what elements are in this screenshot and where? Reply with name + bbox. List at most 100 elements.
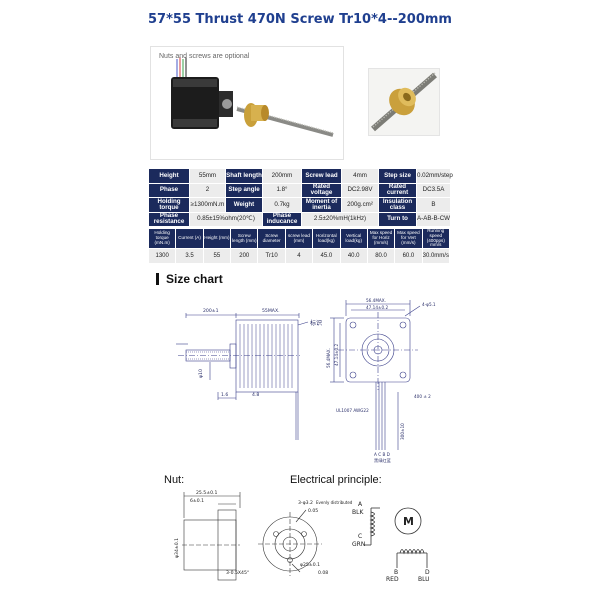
dim-label: 56.4MAX.: [326, 348, 331, 368]
spec-label: Turn to: [378, 211, 417, 227]
spec-value: ≥1300mN.m: [189, 197, 226, 213]
dim-label: 47.14±0.2: [334, 344, 339, 366]
perf-value: 60.0: [394, 248, 423, 265]
dim-label: UL1007 AWG22: [336, 408, 369, 413]
performance-table: Holding torque (mN.m) Current (A) Height…: [147, 227, 451, 265]
coil-label: C: [358, 533, 362, 540]
dim-label: φ34±0.1: [174, 538, 180, 558]
perf-header: Max speed for Vert (mm/s): [394, 227, 423, 250]
dim-label: 47.14±0.2: [366, 305, 388, 310]
electrical-heading: Electrical principle:: [290, 474, 382, 486]
perf-header: Screw diameter: [257, 227, 286, 250]
dim-label: 300±10: [400, 423, 405, 440]
spec-value: 0.85±15%ohm(20℃): [189, 211, 263, 227]
size-chart-label: Size chart: [166, 272, 223, 286]
dim-label: 0.05: [308, 508, 318, 514]
nut-heading: Nut:: [164, 474, 185, 486]
spec-row: Height 55mm Shaft length 200mm Screw lea…: [148, 168, 453, 184]
spec-row: Phase resistance 0.85±15%ohm(20℃) Phase …: [148, 211, 451, 227]
performance-data-row: 1300 3.5 55 200 Tr10 4 45.0 40.0 80.0 60…: [147, 248, 451, 265]
spec-value: 2: [189, 182, 226, 198]
perf-value: 80.0: [366, 248, 396, 265]
spec-label: Height: [148, 168, 190, 184]
coil-label: BLK: [352, 509, 364, 516]
spec-label: Phase: [148, 182, 190, 198]
dim-label: 标识: [310, 319, 322, 327]
spec-row: Holding torque ≥1300mN.m Weight 0.7kg Mo…: [148, 197, 451, 213]
coil-label: BLU: [418, 576, 430, 583]
perf-value: Tr10: [257, 248, 286, 265]
spec-label: Moment of inertia: [301, 197, 342, 213]
dim-label: 3-0.5X45°: [226, 570, 249, 576]
coil-label: A: [358, 501, 363, 508]
dim-label: 4.8: [252, 392, 259, 398]
spec-label: Rated current: [378, 182, 417, 198]
spec-value: 2.5±20%mH(1kHz): [301, 211, 379, 227]
spec-value: 1.8°: [262, 182, 302, 198]
dim-label: φ25±0.1: [300, 562, 320, 568]
dim-label: 55MAX.: [262, 308, 280, 314]
spec-value: 0.02mm/step: [416, 168, 453, 184]
perf-header: Current (A): [175, 227, 204, 250]
coil-label: B: [394, 569, 398, 576]
perf-header: Running speed (400pps) mm/s: [421, 227, 451, 250]
motor-product-photo: Nuts and screws are optional: [150, 46, 344, 160]
spec-label: Weight: [225, 197, 263, 213]
perf-value: 4: [284, 248, 314, 265]
spec-label: Step angle: [225, 182, 263, 198]
spec-value: DC3.5A: [416, 182, 451, 198]
dim-label: 1.6: [221, 392, 228, 398]
spec-value: 55mm: [189, 168, 226, 184]
perf-value: 40.0: [339, 248, 368, 265]
dim-label: 200±1: [203, 308, 219, 314]
nut-drawing: [182, 492, 322, 581]
coil-label: D: [425, 569, 430, 576]
spec-value: 4mm: [341, 168, 379, 184]
nut-product-photo: [368, 68, 440, 136]
spec-value: 200mm: [262, 168, 302, 184]
dim-label: 56.4MAX.: [366, 298, 386, 303]
spec-table: Height 55mm Shaft length 200mm Screw lea…: [148, 168, 453, 227]
spec-label: Screw lead: [301, 168, 342, 184]
spec-value: 200g.cm²: [341, 197, 379, 213]
perf-value: 200: [230, 248, 259, 265]
dim-label: 400 ± 2: [414, 394, 431, 399]
nut-labels: 25.5±0.1 6±0.1 φ34±0.1 3-0.5X45° 3-φ3.2 …: [174, 490, 353, 576]
spec-label: Insulation class: [378, 197, 417, 213]
front-view-drawing: [330, 300, 421, 450]
dim-label: Evenly distributed: [316, 500, 353, 505]
dim-label: 黑绿红蓝: [374, 457, 391, 464]
heading-bar: [156, 273, 159, 285]
performance-header-row: Holding torque (mN.m) Current (A) Height…: [147, 227, 451, 250]
photo-note: Nuts and screws are optional: [159, 53, 250, 60]
side-view-drawing: [176, 313, 309, 440]
dim-label: A C B D: [374, 452, 390, 457]
motor-illustration: [171, 57, 334, 137]
electrical-diagram: [364, 507, 428, 568]
perf-header: Horizontal load(kg): [312, 227, 341, 250]
perf-value: 1300: [147, 248, 177, 265]
dim-label: φ10: [198, 369, 204, 378]
spec-value: DC2.98V: [341, 182, 379, 198]
dim-label: 25.5±0.1: [196, 490, 217, 496]
spec-row: Phase 2 Step angle 1.8° Rated voltage DC…: [148, 182, 451, 198]
front-view-labels: 56.4MAX. 47.14±0.2 4-φ5.1 56.4MAX. 47.14…: [326, 298, 436, 464]
nut-illustration: [371, 72, 437, 132]
coil-label: GRN: [352, 541, 365, 548]
perf-value: 55: [202, 248, 232, 265]
spec-label: Holding torque: [148, 197, 190, 213]
perf-header: Max speed for Horiz (mm/s): [366, 227, 396, 250]
spec-value: B: [416, 197, 451, 213]
dim-label: 0.08: [318, 570, 328, 576]
coil-label: RED: [386, 576, 399, 583]
perf-value: 3.5: [175, 248, 204, 265]
perf-value: 30.0mm/s: [421, 248, 451, 265]
side-view-labels: 200±1 55MAX. 标识 φ10 1.6 4.8: [198, 308, 322, 398]
perf-header: Vertical load(kg): [339, 227, 368, 250]
perf-header: Screw length (mm): [230, 227, 259, 250]
spec-value: 0.7kg: [262, 197, 302, 213]
perf-header: Height (mm): [202, 227, 232, 250]
dim-label: 6±0.1: [190, 498, 204, 504]
page-title: 57*55 Thrust 470N Screw Tr10*4--200mm: [148, 12, 452, 27]
